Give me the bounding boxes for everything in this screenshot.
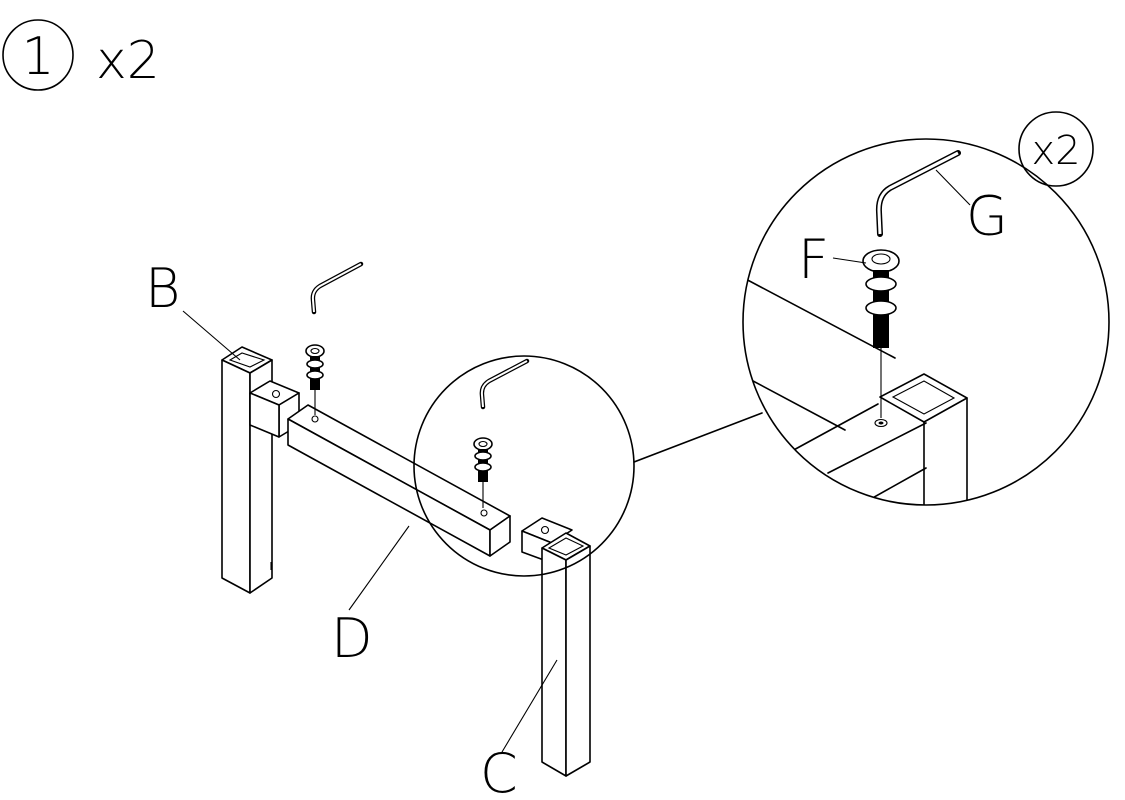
part-label-c: C	[480, 659, 558, 800]
detail-connector-line	[633, 412, 763, 463]
step-number-circle	[2, 19, 74, 91]
part-label-f: F	[798, 228, 867, 291]
detail-multiplier: x2	[1031, 128, 1080, 174]
step-number: 1	[21, 27, 54, 87]
detail-multiplier-badge: x2	[1018, 111, 1094, 187]
label-f: F	[798, 228, 829, 291]
label-d: D	[331, 607, 373, 670]
screw-small	[305, 344, 325, 415]
label-c: C	[480, 742, 518, 795]
step-header: 1 x2	[2, 19, 160, 91]
allen-key-small	[310, 261, 364, 315]
label-b: B	[145, 257, 180, 320]
label-g: G	[966, 185, 1008, 248]
leg-b	[221, 346, 300, 594]
part-label-g: G	[935, 169, 1008, 248]
step-multiplier: x2	[96, 31, 160, 91]
part-label-d: D	[331, 525, 410, 670]
detail-circle-small	[413, 355, 635, 577]
part-label-b: B	[145, 257, 241, 361]
detail-circle-large	[742, 138, 1110, 506]
